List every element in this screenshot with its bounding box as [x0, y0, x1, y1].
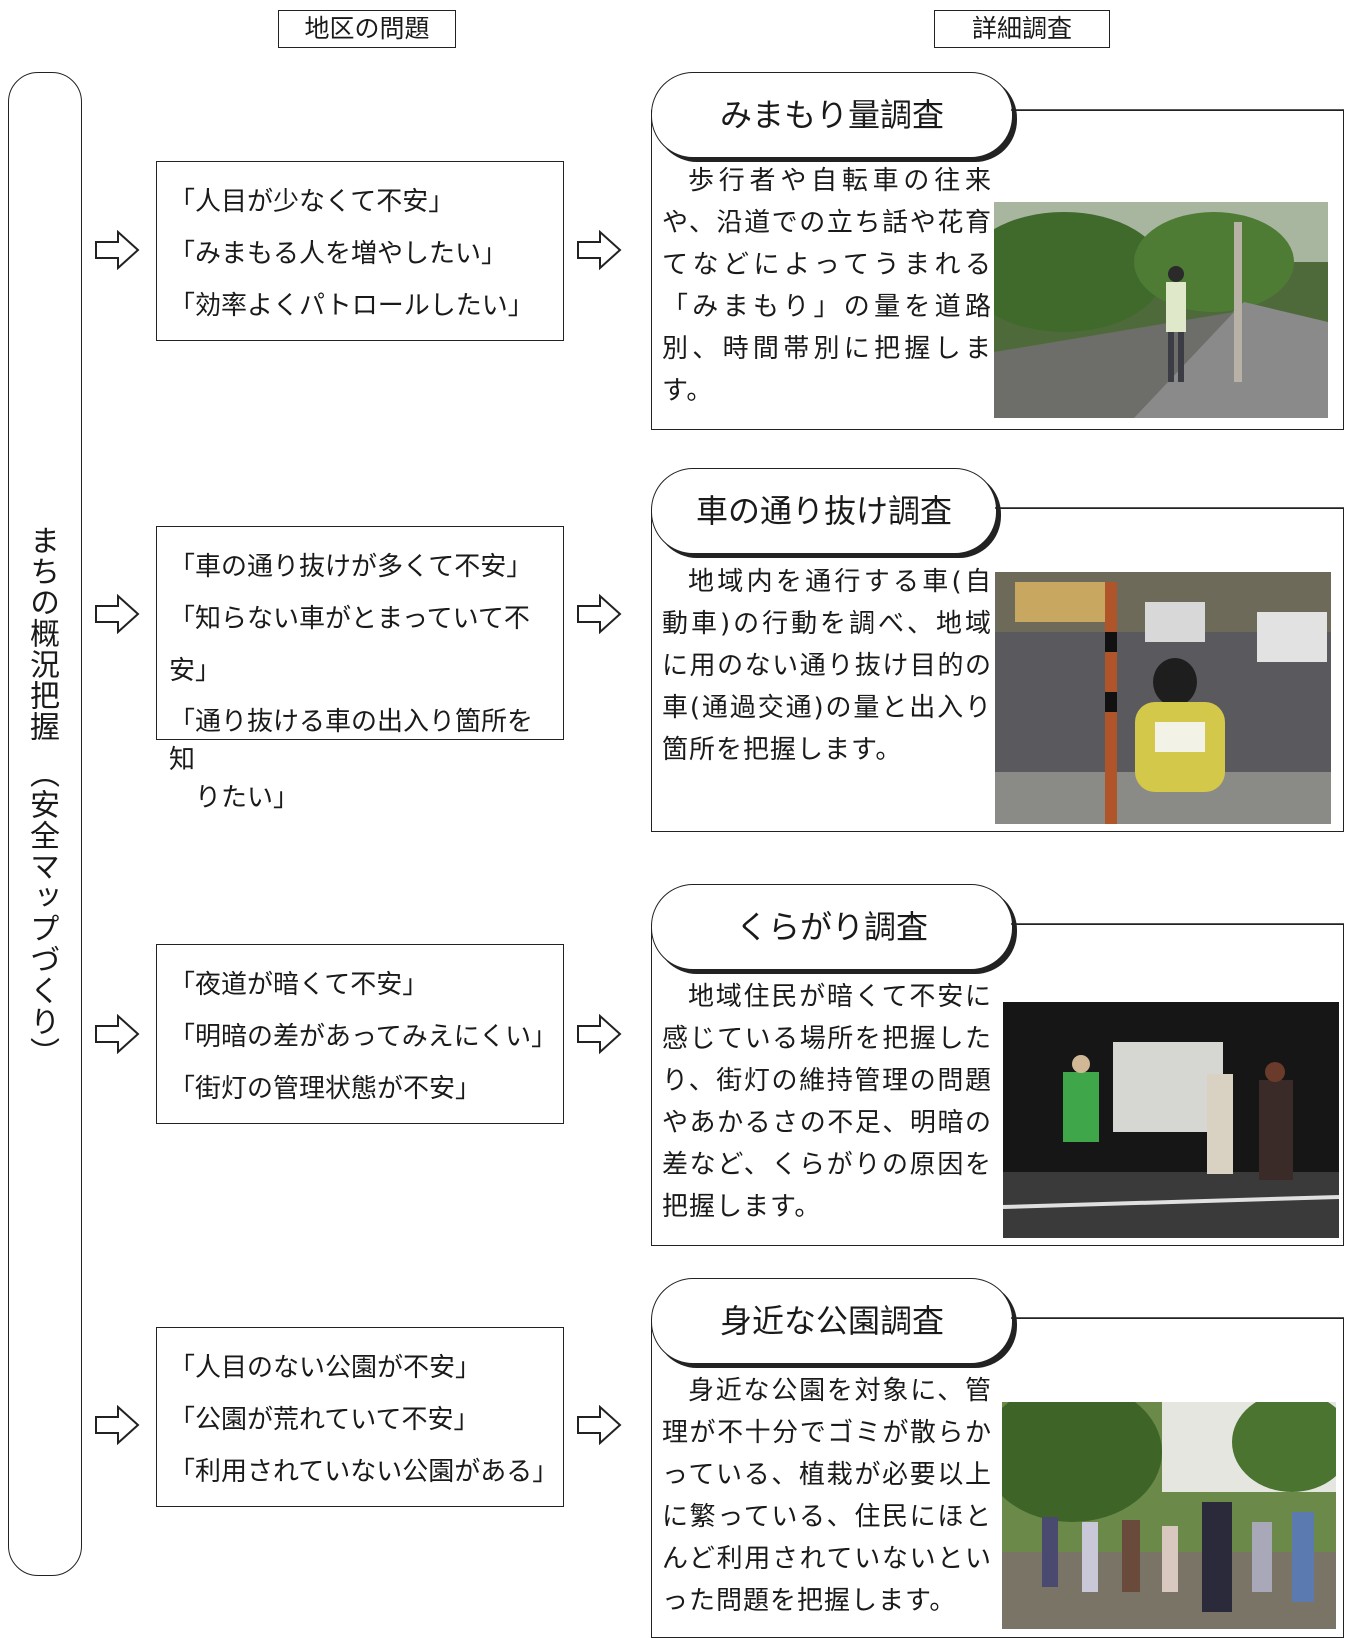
problem-item: 「公園が荒れていて不安」	[169, 1405, 480, 1435]
problem-item: 「明暗の差があってみえにくい」	[169, 1022, 558, 1052]
survey-description-parks: 身近な公園を対象に、管理が不十分でゴミが散らかっている、植栽が必要以上に繁ってい…	[662, 1376, 992, 1616]
arrow-right-icon	[95, 594, 140, 634]
problem-item: 「利用されていない公園がある」	[169, 1457, 559, 1487]
problems-column-header: 地区の問題	[278, 10, 456, 48]
overview-pill	[8, 72, 82, 1576]
arrow-right-icon	[577, 230, 622, 270]
arrow-right-icon	[577, 594, 622, 634]
problem-item: 「人目のない公園が不安」	[169, 1353, 482, 1383]
survey-title-traffic: 車の通り抜け調査	[651, 468, 997, 554]
photo-street-observer	[994, 202, 1328, 418]
arrow-right-icon	[577, 1014, 622, 1054]
problem-box-traffic: 「車の通り抜けが多くて不安」 「知らない車がとまっていて不安」 「通り抜ける車の…	[156, 526, 564, 813]
survey-title-watch: みまもり量調査	[651, 72, 1013, 158]
problem-box-darkness: 「夜道が暗くて不安」 「明暗の差があってみえにくい」 「街灯の管理状態が不安」	[156, 944, 564, 1124]
problem-item: 「通り抜ける車の出入り箇所を知 りたい」	[169, 707, 534, 813]
overview-label: まちの概況把握 （安全マップづくり）	[24, 525, 59, 1068]
photo-traffic-counter	[995, 572, 1331, 824]
survey-description-darkness: 地域住民が暗くて不安に感じている場所を把握したり、街灯の維持管理の問題やあかるさ…	[662, 982, 992, 1222]
arrow-right-icon	[95, 1405, 140, 1445]
survey-title-darkness: くらがり調査	[651, 884, 1013, 970]
survey-description-watch: 歩行者や自転車の往来や、沿道での立ち話や花育てなどによってうまれる「みまもり」の…	[662, 166, 992, 406]
survey-column-header: 詳細調査	[934, 10, 1110, 48]
problem-item: 「効率よくパトロールしたい」	[169, 291, 534, 321]
problem-item: 「車の通り抜けが多くて不安」	[169, 552, 533, 582]
problem-box-parks: 「人目のない公園が不安」 「公園が荒れていて不安」 「利用されていない公園がある…	[156, 1327, 564, 1507]
arrow-right-icon	[95, 1014, 140, 1054]
arrow-right-icon	[95, 230, 140, 270]
survey-title-parks: 身近な公園調査	[651, 1278, 1013, 1364]
problem-box-watch: 「人目が少なくて不安」 「みまもる人を増やしたい」 「効率よくパトロールしたい」	[156, 161, 564, 341]
problem-item: 「夜道が暗くて不安」	[169, 970, 429, 1000]
problem-item: 「みまもる人を増やしたい」	[169, 239, 508, 269]
arrow-right-icon	[577, 1405, 622, 1445]
survey-description-traffic: 地域内を通行する車(自動車)の行動を調べ、地域に用のない通り抜け目的の車(通過交…	[662, 567, 992, 765]
photo-park-group	[1002, 1402, 1336, 1629]
photo-night-survey	[1003, 1002, 1339, 1238]
problem-item: 「人目が少なくて不安」	[169, 187, 455, 217]
problem-item: 「街灯の管理状態が不安」	[169, 1074, 482, 1104]
problem-item: 「知らない車がとまっていて不安」	[169, 604, 530, 686]
